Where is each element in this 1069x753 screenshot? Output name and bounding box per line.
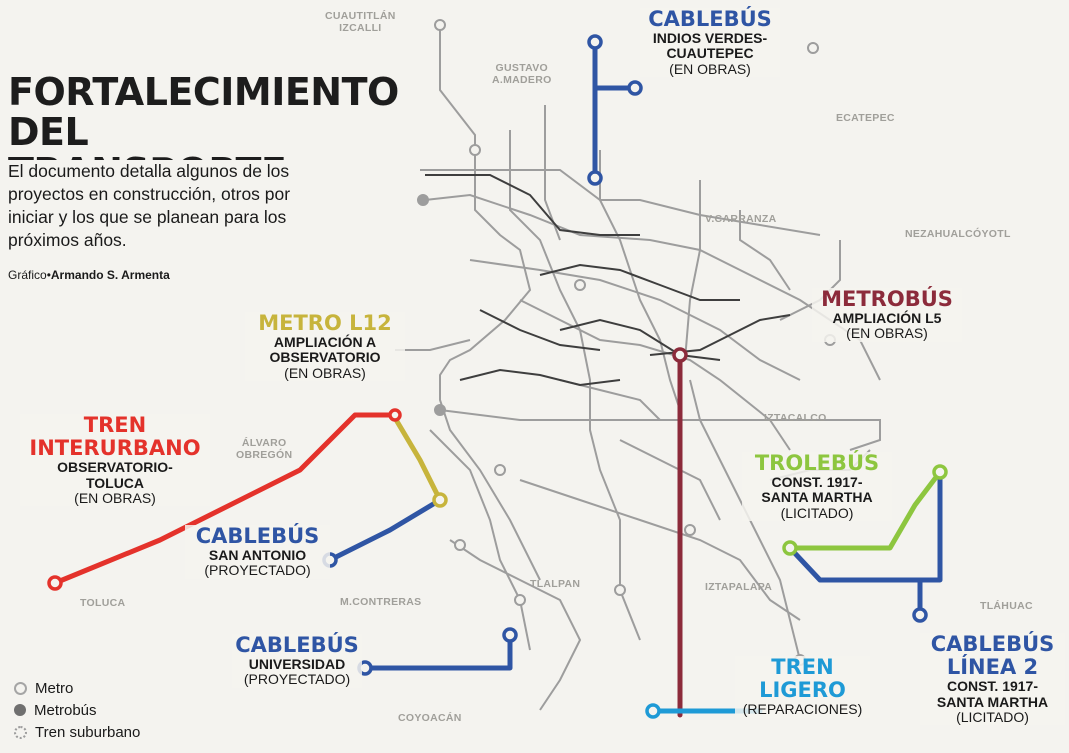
project-status: (REPARACIONES)	[742, 701, 863, 718]
cablebus-sanantonio-line	[327, 497, 443, 563]
project-sys: METRO L12	[258, 311, 392, 335]
area-label-tlahuac: TLÁHUAC	[980, 600, 1033, 612]
trolebus-line	[787, 469, 943, 551]
project-status: (LICITADO)	[956, 708, 1029, 725]
project-sys: TREN INTERURBANO	[29, 413, 201, 461]
project-sys: TREN LIGERO	[759, 655, 846, 703]
project-status: (EN OBRAS)	[74, 489, 156, 506]
area-label-vcarranza: V.CARRANZA	[705, 213, 777, 225]
area-label-neza: NEZAHUALCÓYOTL	[905, 228, 1011, 240]
project-status: (EN OBRAS)	[284, 364, 366, 381]
description: El documento detalla algunos de los proy…	[8, 160, 308, 252]
project-sys: TROLEBÚS	[754, 451, 880, 475]
project-status: (PROYECTADO)	[204, 562, 311, 579]
project-sys: METROBÚS	[821, 287, 953, 311]
project-label-tren-ligero: TREN LIGERO(REPARACIONES)	[735, 655, 870, 718]
area-label-iztacalco: IZTACALCO	[764, 412, 827, 424]
legend-item: Metro	[14, 677, 140, 699]
area-label-ecatepec: ECATEPEC	[836, 112, 895, 124]
project-status: (EN OBRAS)	[846, 325, 928, 342]
legend-swatch-icon	[14, 725, 27, 739]
project-status: (EN OBRAS)	[669, 60, 751, 77]
legend-swatch-icon	[14, 704, 26, 716]
project-name: INDIOS VERDES- CUAUTEPEC	[652, 30, 768, 62]
legend-swatch-icon	[14, 681, 27, 695]
project-stations	[47, 34, 948, 719]
project-sys: CABLEBÚS	[195, 524, 320, 548]
project-sys: CABLEBÚS	[235, 633, 359, 657]
area-label-alvaro: ÁLVARO OBREGÓN	[236, 437, 293, 461]
area-label-tlalpan: TLALPAN	[530, 578, 581, 590]
legend-item: Tren suburbano	[14, 721, 140, 743]
area-label-cuautitlan: CUAUTITLÁN IZCALLI	[325, 10, 396, 34]
project-sys: CABLEBÚS	[648, 7, 772, 31]
area-label-contreras: M.CONTRERAS	[340, 596, 422, 608]
legend-label: Metro	[35, 679, 74, 697]
legend-label: Tren suburbano	[35, 723, 141, 741]
legend-item: Metrobús	[14, 699, 140, 721]
area-label-toluca: TOLUCA	[80, 597, 126, 609]
credit-author: Armando S. Armenta	[50, 268, 170, 282]
project-name: SAN ANTONIO	[208, 547, 307, 564]
project-status: (PROYECTADO)	[243, 671, 351, 688]
project-name: CONST. 1917- SANTA MARTHA	[936, 678, 1049, 710]
existing-network	[395, 25, 881, 711]
tren-interurbano-line	[52, 412, 398, 586]
area-label-iztapalapa: IZTAPALAPA	[705, 581, 773, 593]
metro-l12-line	[392, 415, 443, 503]
area-label-coyoacan: COYOACÁN	[398, 712, 462, 724]
project-name: AMPLIACIÓN L5	[832, 310, 942, 327]
project-name: CONST. 1917- SANTA MARTHA	[761, 474, 873, 506]
project-sys: CABLEBÚS LÍNEA 2	[930, 632, 1055, 680]
network-stations	[417, 19, 836, 666]
project-name: AMPLIACIÓN A OBSERVATORIO	[269, 334, 381, 366]
existing-dark-lines	[425, 174, 791, 387]
project-name: UNIVERSIDAD	[248, 656, 346, 673]
project-status: (LICITADO)	[780, 504, 854, 521]
project-name: OBSERVATORIO- TOLUCA	[57, 459, 173, 491]
credit-prefix: Gráfico	[8, 268, 47, 282]
area-label-gustavo: GUSTAVO A.MADERO	[492, 62, 552, 86]
legend-label: Metrobús	[34, 701, 97, 719]
cablebus-universidad-line	[362, 632, 513, 671]
credit: Gráfico•Armando S. Armenta	[8, 268, 170, 282]
